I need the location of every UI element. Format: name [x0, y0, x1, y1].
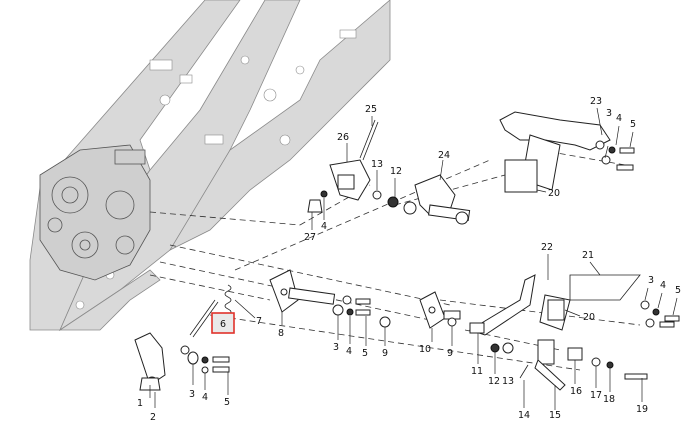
callout-2: 2: [150, 412, 156, 423]
callout-11: 11: [471, 366, 483, 377]
callout-25: 25: [365, 104, 377, 115]
pedal-shaft-24: [403, 174, 471, 225]
callout-1: 1: [137, 398, 143, 409]
callout-5: 5: [362, 348, 368, 359]
callout-10: 10: [419, 344, 431, 355]
callout-24: 24: [438, 150, 450, 161]
callout-4: 4: [660, 280, 666, 291]
callout-20: 20: [548, 188, 560, 199]
mount-bracket-26: [307, 119, 399, 213]
pivot-bracket-8: [269, 269, 391, 328]
highlight-box-callout-6: [211, 312, 235, 334]
callout-3: 3: [333, 342, 339, 353]
callout-labels: 1 2 3 4 5 6 7 8 3 4 5 9 10 9 11 12 13 14…: [137, 96, 681, 423]
callout-3: 3: [606, 108, 612, 119]
callout-5: 5: [224, 397, 230, 408]
callout-15: 15: [549, 410, 561, 421]
callout-5: 5: [675, 285, 681, 296]
callout-27: 27: [304, 232, 316, 243]
hardware-14-19: [519, 339, 648, 391]
pivot-bracket-10: [419, 291, 461, 329]
callout-13: 13: [502, 376, 514, 387]
hardware-right-lower: [640, 300, 680, 328]
leader-lines: [149, 107, 678, 410]
callout-8: 8: [278, 328, 284, 339]
callout-21: 21: [582, 250, 594, 261]
lower-bracket-1: [134, 332, 230, 391]
callout-3: 3: [648, 275, 654, 286]
brake-pedal-arm-11: [468, 274, 641, 354]
callout-12: 12: [390, 166, 402, 177]
callout-3: 3: [189, 389, 195, 400]
callout-17: 17: [590, 390, 602, 401]
callout-23: 23: [590, 96, 602, 107]
callout-26: 26: [337, 132, 349, 143]
callout-4: 4: [616, 113, 622, 124]
callout-22: 22: [541, 242, 553, 253]
callout-9: 9: [382, 348, 388, 359]
callout-4: 4: [202, 392, 208, 403]
callout-9: 9: [447, 348, 453, 359]
callout-5: 5: [630, 119, 636, 130]
callout-4: 4: [346, 346, 352, 357]
callout-20: 20: [583, 312, 595, 323]
transmission-assembly: [39, 144, 151, 281]
callout-19: 19: [636, 404, 648, 415]
accelerator-pedal-23: [499, 111, 635, 193]
callout-14: 14: [518, 410, 530, 421]
callout-7: 7: [256, 316, 262, 327]
callout-4: 4: [321, 221, 327, 232]
callout-6: 6: [220, 319, 226, 330]
callout-12: 12: [488, 376, 500, 387]
callout-18: 18: [603, 394, 615, 405]
callout-13: 13: [371, 159, 383, 170]
callout-16: 16: [570, 386, 582, 397]
